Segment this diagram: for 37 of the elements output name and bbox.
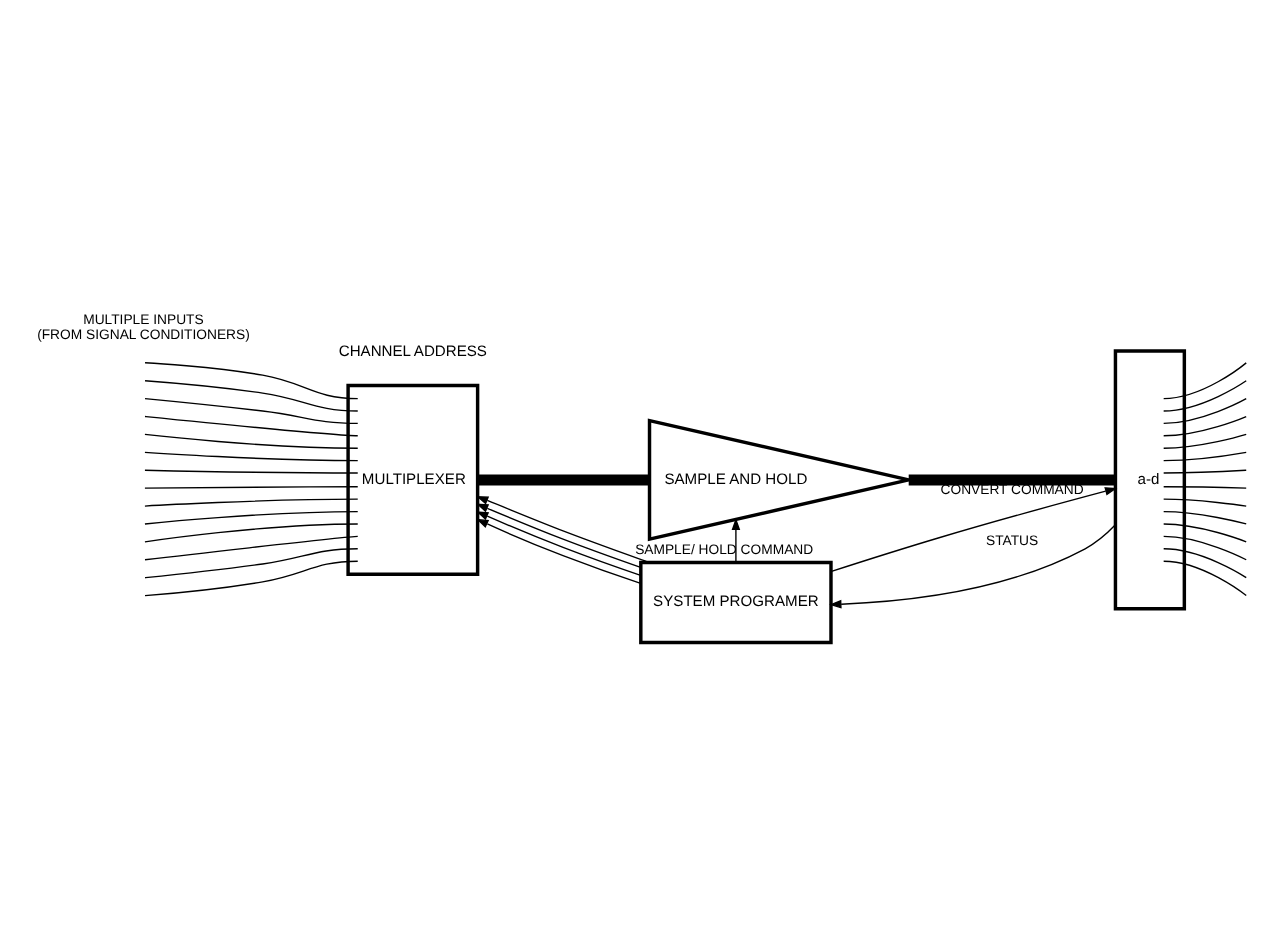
- connector: [144, 451, 359, 462]
- connector: [908, 474, 1116, 486]
- connector: [1163, 380, 1247, 412]
- connector: [144, 486, 359, 489]
- connector: [1163, 498, 1247, 507]
- node-box: SYSTEM PROGRAMER: [639, 560, 833, 645]
- connector: [144, 469, 359, 474]
- node-box: MULTIPLEXER: [346, 383, 480, 576]
- arrow: [829, 524, 1117, 609]
- connector: [1163, 469, 1247, 474]
- connector: [144, 498, 359, 507]
- connector: [1163, 415, 1247, 437]
- connector: [144, 433, 359, 449]
- arrow: [731, 517, 741, 564]
- connector: [144, 548, 359, 579]
- connector: [1163, 548, 1247, 579]
- connector: [144, 523, 359, 543]
- connector: [144, 397, 359, 425]
- connector: [1163, 451, 1247, 462]
- connector: [144, 510, 359, 525]
- connector: [144, 362, 359, 400]
- connector: [144, 415, 359, 437]
- arrow: [830, 487, 1118, 573]
- connector: [144, 560, 359, 597]
- connector: [1163, 397, 1247, 425]
- connector: [477, 474, 650, 486]
- connector: [1163, 510, 1247, 525]
- connector: [1163, 362, 1247, 400]
- connector: [144, 380, 359, 412]
- connector: [1163, 535, 1247, 561]
- connector: [1163, 486, 1247, 489]
- label: CHANNEL ADDRESS: [338, 341, 487, 360]
- node-box: a-d: [1113, 349, 1187, 611]
- connector: [144, 535, 359, 561]
- connector: [1163, 433, 1247, 449]
- connector: [1163, 560, 1247, 597]
- connector: [1163, 523, 1247, 543]
